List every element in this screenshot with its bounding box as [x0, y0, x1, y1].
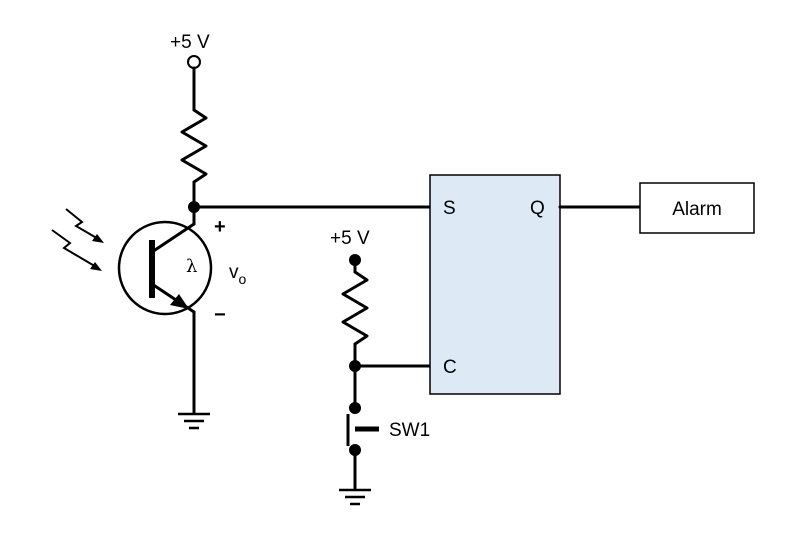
wire-emitter-tail	[183, 304, 196, 314]
phototransistor-collector-lead	[150, 222, 196, 254]
light-ray-2-icon	[51, 229, 99, 269]
supply-terminal-top	[187, 55, 201, 69]
supply-label-top: +5 V	[170, 32, 210, 53]
switch-sw1	[346, 402, 379, 456]
alarm-box	[639, 182, 755, 234]
lambda-label: λ	[186, 256, 197, 277]
vo-label: vo	[229, 262, 247, 287]
supply-label-mid: +5 V	[330, 228, 370, 249]
flipflop-q-label: Q	[530, 198, 545, 219]
ground-right-icon	[339, 488, 371, 506]
resistor-r2	[341, 270, 369, 346]
sr-flipflop-block	[429, 174, 561, 395]
vo-main: v	[229, 262, 239, 283]
minus-sign: −	[214, 304, 226, 326]
light-ray-2-arrowhead	[90, 262, 102, 271]
resistor-r1	[180, 108, 208, 184]
light-ray-1-arrowhead	[92, 234, 104, 243]
vo-subscript: o	[239, 271, 247, 287]
ground-left-icon	[178, 412, 210, 430]
flipflop-set-label: S	[443, 198, 456, 219]
alarm-label: Alarm	[672, 199, 722, 220]
plus-sign: +	[214, 216, 226, 238]
phototransistor-body	[117, 220, 213, 316]
switch-label: SW1	[389, 420, 430, 441]
light-ray-1-icon	[65, 208, 101, 241]
flipflop-clear-label: C	[443, 357, 457, 378]
